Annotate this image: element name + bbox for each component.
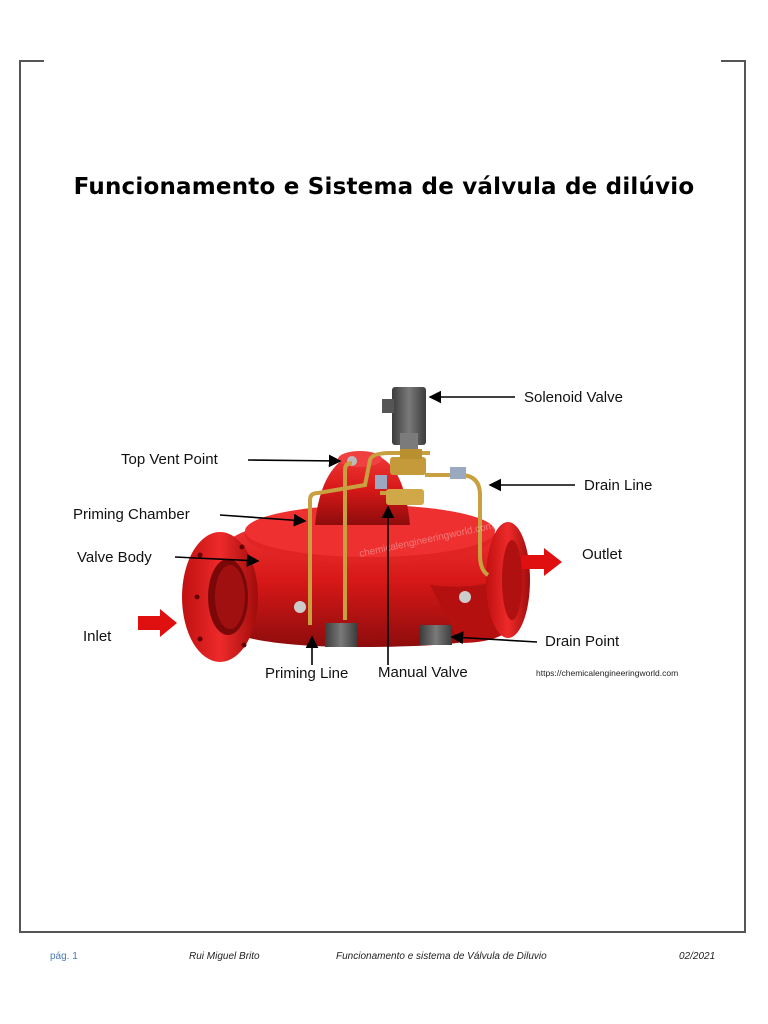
label-drain-point: Drain Point [545,633,620,650]
drain-point-leader [450,631,538,645]
label-inlet: Inlet [83,628,112,645]
footer-document-title: Funcionamento e sistema de Válvula de Di… [336,951,547,962]
label-drain-line: Drain Line [584,477,652,494]
label-valve-body: Valve Body [77,549,152,566]
footer-date: 02/2021 [679,951,716,962]
top-vent-point-leader [247,454,342,468]
valve-body-leader [174,554,260,567]
page-frame [19,60,746,933]
inlet-flange-graphic [182,532,258,662]
manual-valve-graphic [375,457,466,505]
footer-page-number: pág. 1 [50,951,78,962]
footer-author: Rui Miguel Brito [189,951,260,962]
inlet-arrow-icon [138,609,177,637]
page-corner-right [721,60,746,62]
solenoid-valve-graphic [382,387,426,459]
page-corner-left [19,60,44,62]
label-priming-line: Priming Line [265,665,348,682]
label-outlet: Outlet [582,546,623,563]
outlet-flange-graphic [486,522,530,638]
document-title: Funcionamento e Sistema de válvula de di… [73,174,695,200]
priming-chamber-leader [219,513,307,527]
valve-body-graphic [215,451,515,647]
source-url: https://chemicalengineeringworld.com [536,668,678,678]
label-manual-valve: Manual Valve [378,664,468,681]
deluge-valve-figure: chemicalengineeringworld.com Solenoid Va… [60,375,720,695]
outlet-arrow-icon [522,548,562,576]
deluge-valve-diagram: chemicalengineeringworld.com Solenoid Va… [73,387,678,682]
label-solenoid-valve: Solenoid Valve [524,389,623,406]
label-top-vent-point: Top Vent Point [121,451,219,468]
label-priming-chamber: Priming Chamber [73,506,190,523]
